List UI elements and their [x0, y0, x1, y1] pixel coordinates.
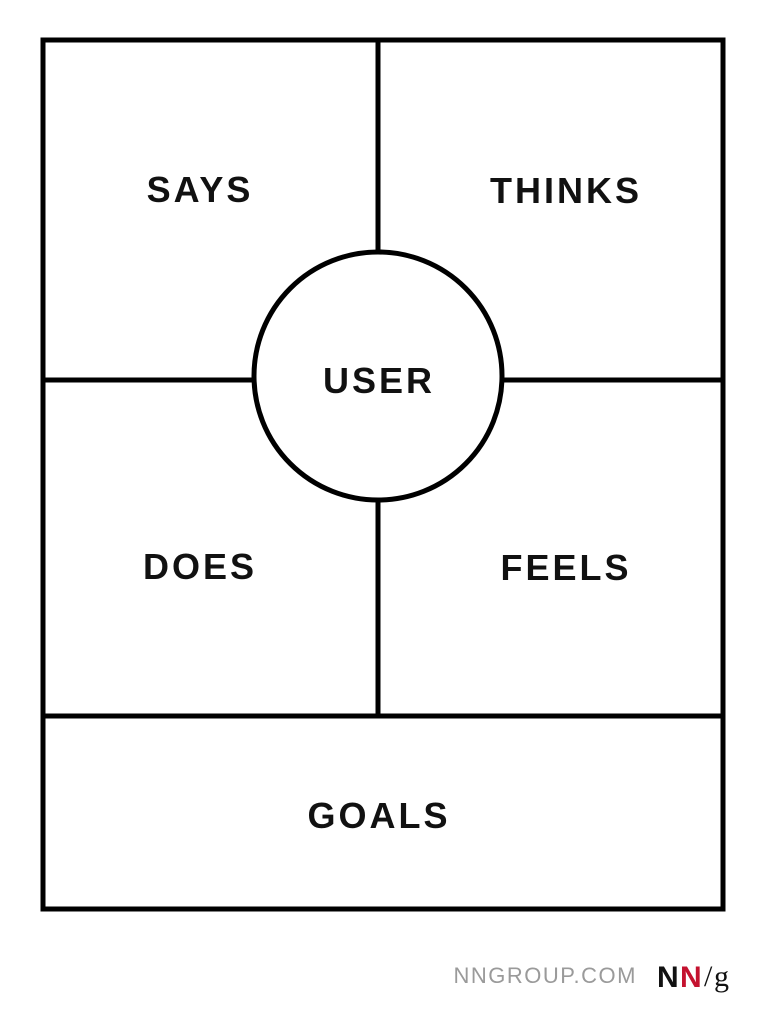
- logo-n-dark: N: [657, 961, 679, 994]
- logo-slash: /: [704, 960, 713, 993]
- footer-site-text: NNGROUP.COM: [453, 963, 637, 988]
- user-circle: [251, 249, 505, 503]
- nng-logo: N N / g: [657, 960, 729, 994]
- goals-label: GOALS: [307, 795, 450, 836]
- logo-g: g: [714, 960, 729, 993]
- feels-label: FEELS: [500, 547, 631, 588]
- user-label: USER: [323, 360, 435, 401]
- does-label: DOES: [143, 546, 257, 587]
- says-label: SAYS: [147, 169, 254, 210]
- thinks-label: THINKS: [490, 170, 642, 211]
- logo-n-red: N: [680, 961, 702, 994]
